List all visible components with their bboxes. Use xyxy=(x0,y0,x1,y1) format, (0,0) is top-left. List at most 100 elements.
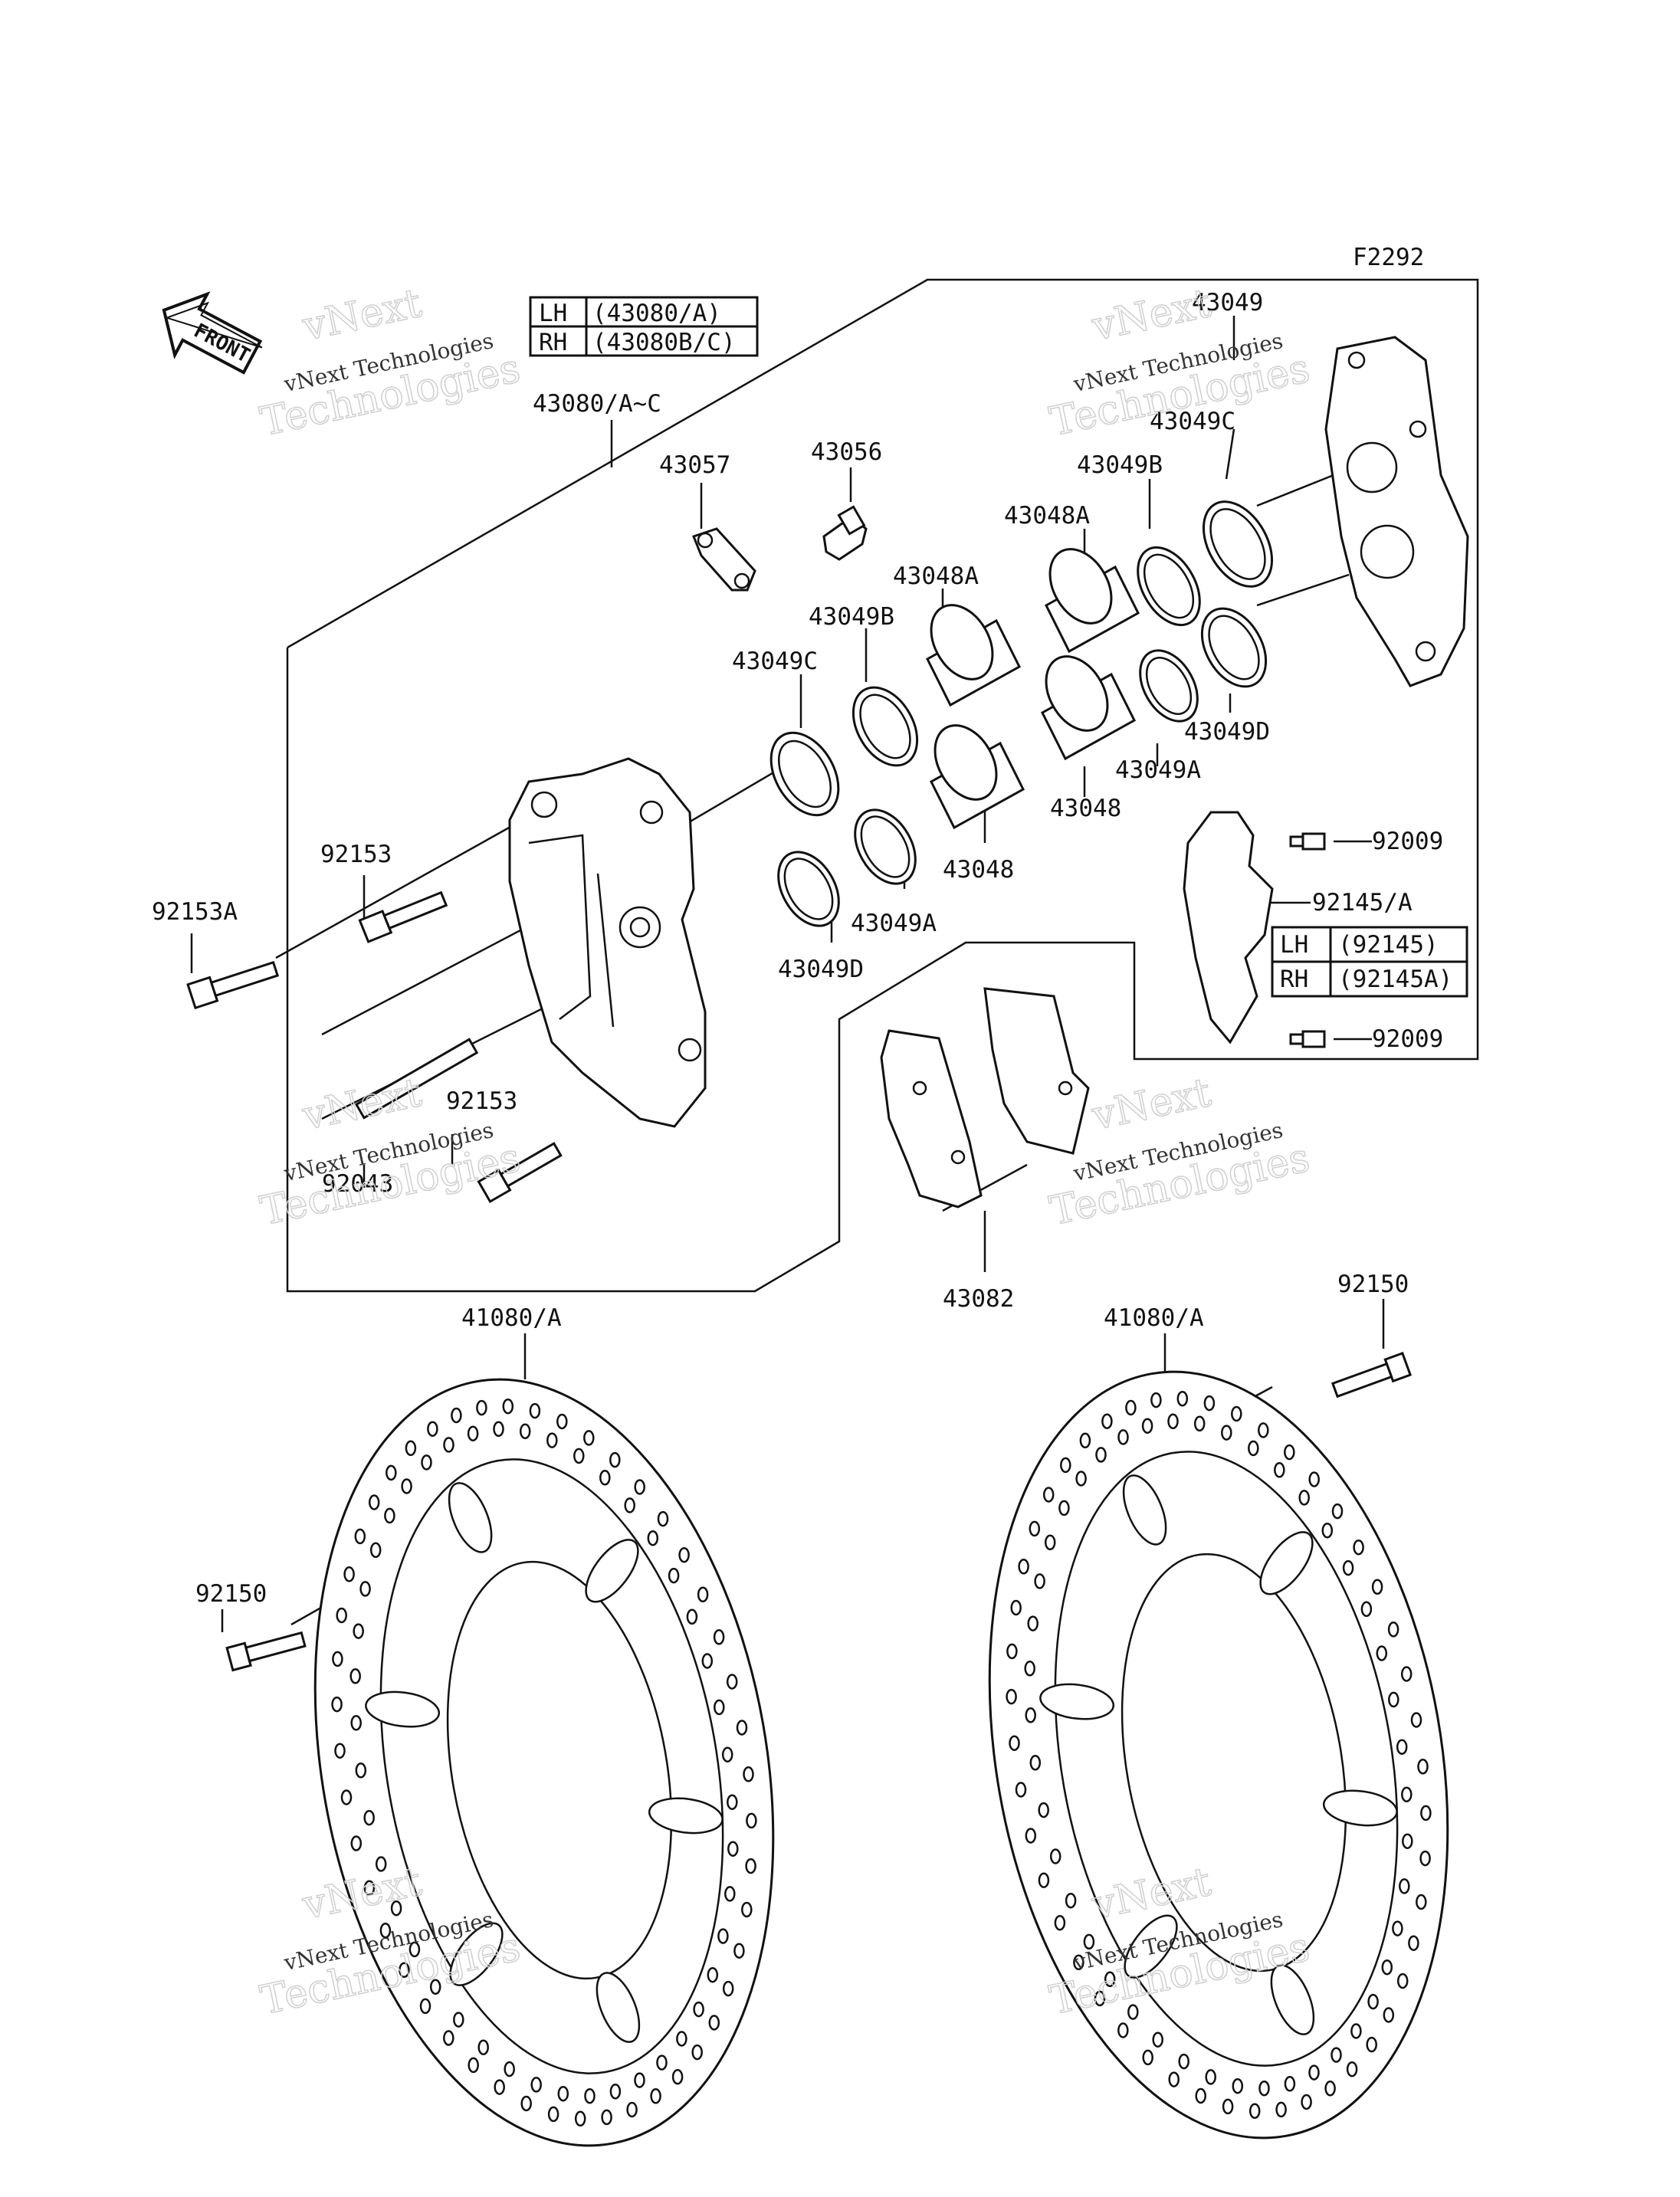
disc-right-holes xyxy=(1006,1390,1432,2120)
disc-drill-hole xyxy=(1203,1395,1216,1412)
disc-drill-hole xyxy=(476,1399,487,1416)
disc-drill-hole xyxy=(1371,1579,1383,1595)
disc-drill-hole xyxy=(1049,1848,1061,1864)
disc-drill-hole xyxy=(1127,2004,1139,2020)
callout-43049b-left: 43049B xyxy=(809,603,894,631)
disc-drill-hole xyxy=(1284,1444,1295,1461)
disc-window xyxy=(1259,1531,1314,1595)
disc-drill-hole xyxy=(1117,1429,1129,1445)
callout-43049a-right: 43049A xyxy=(1115,756,1201,784)
disc-drill-hole xyxy=(1168,2071,1180,2087)
brake-caliper-left xyxy=(508,757,707,1128)
callout-92150-right: 92150 xyxy=(1337,1271,1409,1298)
disc-window xyxy=(1322,1789,1398,1827)
disc-drill-hole xyxy=(1274,1462,1285,1478)
disc-drill-hole xyxy=(1258,1422,1269,1438)
disc-drill-hole xyxy=(1417,1759,1429,1775)
disc-drill-hole xyxy=(1205,2069,1216,2085)
disc-drill-hole xyxy=(727,1841,739,1857)
disc-drill-hole xyxy=(1095,1447,1107,1463)
disc-drill-hole xyxy=(375,1856,387,1872)
disc-window xyxy=(648,1797,724,1835)
bolt-92009-upper xyxy=(1289,832,1326,851)
disc-drill-hole xyxy=(1396,1739,1408,1755)
disc-drill-hole xyxy=(1150,1392,1162,1408)
pistons xyxy=(926,548,1140,830)
disc-window xyxy=(1124,1914,1178,1979)
disc-drill-hole xyxy=(419,1998,431,2015)
figure-code: F2292 xyxy=(1353,244,1424,271)
disc-drill-hole xyxy=(547,2106,559,2123)
disc-drill-hole xyxy=(386,1464,397,1481)
disc-drill-hole xyxy=(1342,1559,1354,1576)
disc-drill-hole xyxy=(1420,1805,1432,1822)
disc-drill-hole xyxy=(693,2001,704,2018)
disc-drill-hole xyxy=(1301,2094,1312,2110)
disc-drill-hole xyxy=(676,2031,687,2047)
disc-drill-hole xyxy=(331,1696,343,1713)
disc-drill-hole xyxy=(1025,1828,1037,1844)
callout-92043: 92043 xyxy=(322,1170,393,1198)
disc-drill-hole xyxy=(1410,1712,1422,1728)
disc-drill-hole xyxy=(721,1746,733,1763)
callout-43082: 43082 xyxy=(943,1285,1014,1313)
caliper-side-table: LH (43080/A) RH (43080B/C) xyxy=(529,296,759,357)
disc-drill-hole xyxy=(1058,1500,1070,1517)
disc-drill-hole xyxy=(1381,1959,1393,1976)
disc-window xyxy=(585,1539,639,1603)
disc-drill-hole xyxy=(368,1494,380,1510)
disc-drill-hole xyxy=(1125,1399,1137,1416)
bolts xyxy=(186,832,1413,1672)
caliper-table-lh-part: (43080/A) xyxy=(592,300,721,327)
disc-drill-hole xyxy=(1408,1935,1419,1951)
callout-43049d-right: 43049D xyxy=(1184,718,1270,746)
svg-text:vNext: vNext xyxy=(298,280,425,350)
callout-41080a-right: 41080/A xyxy=(1104,1304,1204,1332)
disc-drill-hole xyxy=(1075,1471,1087,1487)
pad-bracket-92145 xyxy=(1183,811,1274,1044)
callout-43049b-right: 43049B xyxy=(1077,451,1163,479)
disc-drill-hole xyxy=(1195,2087,1206,2104)
disc-drill-hole xyxy=(1018,1559,1029,1575)
disc-drill-hole xyxy=(1419,1850,1431,1867)
disc-drill-hole xyxy=(1399,1878,1410,1894)
callout-43049d-left: 43049D xyxy=(778,956,864,983)
disc-drill-hole xyxy=(722,1980,734,1997)
disc-drill-hole xyxy=(350,1715,362,1731)
disc-drill-hole xyxy=(1298,1490,1310,1506)
disc-drill-hole xyxy=(1054,1914,1066,1931)
disc-drill-hole xyxy=(1065,1892,1077,1909)
disc-drill-hole xyxy=(363,1809,375,1826)
disc-drill-hole xyxy=(1331,1503,1344,1520)
callout-43048-left: 43048 xyxy=(943,856,1014,884)
disc-drill-hole xyxy=(467,1425,479,1441)
disc-drill-hole xyxy=(1010,1599,1022,1616)
disc-drill-hole xyxy=(727,1794,738,1810)
disc-drill-hole xyxy=(657,1510,669,1527)
seal-rings xyxy=(769,500,1274,927)
disc-drill-hole xyxy=(1015,1782,1027,1798)
caliper-table-rh: RH xyxy=(539,329,567,356)
bracket-side-table: LH (92145) RH (92145A) xyxy=(1271,926,1468,998)
disc-drill-hole xyxy=(1376,1645,1388,1661)
disc-drill-hole xyxy=(691,2044,703,2061)
disc-drill-hole xyxy=(336,1607,347,1624)
disc-drill-hole xyxy=(1176,1390,1189,1407)
callout-43049a-left: 43049A xyxy=(851,910,937,937)
disc-drill-hole xyxy=(574,2110,586,2127)
disc-drill-hole xyxy=(1331,2047,1342,2063)
disc-drill-hole xyxy=(1009,1735,1020,1751)
disc-drill-hole xyxy=(530,2077,542,2093)
disc-drill-hole xyxy=(634,2072,645,2088)
disc-drill-hole xyxy=(707,1966,719,1983)
disc-window xyxy=(365,1690,441,1728)
disc-drill-hole xyxy=(741,1901,753,1918)
callout-43048a-right: 43048A xyxy=(1004,502,1090,530)
disc-drill-hole xyxy=(1044,1534,1056,1551)
disc-drill-hole xyxy=(379,1922,392,1939)
disc-drill-hole xyxy=(1034,1573,1045,1589)
disc-drill-hole xyxy=(1178,2053,1189,2070)
disc-drill-hole xyxy=(1346,2061,1358,2077)
disc-drill-hole xyxy=(1027,1615,1039,1631)
